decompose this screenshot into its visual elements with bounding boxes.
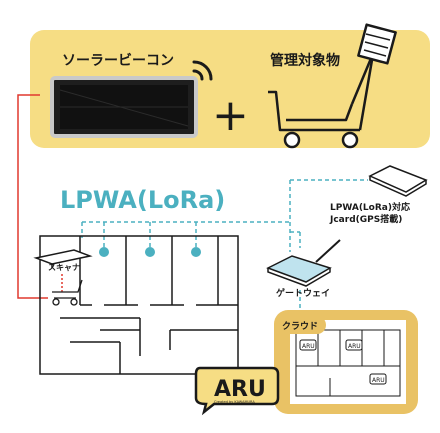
tablet-floor-plan [295,329,401,397]
jcard-line2: Jcard(GPS搭載) [329,213,402,225]
svg-text:ARU: ARU [348,343,361,350]
gateway-label: ゲートウェイ [276,287,330,299]
node-dot-2 [145,247,155,257]
small-cart-icon [52,279,83,306]
node-dot-1 [99,247,109,257]
beacon-label: ソーラービーコン [62,53,174,69]
lpwa-label: LPWA(LoRa) [60,186,225,214]
aru-logo [194,366,280,416]
asset-label: 管理対象物 [270,52,340,69]
scanner-icon [33,249,93,268]
cart-icon [268,23,397,149]
aru-tagline: Created by KAWAMURA [214,400,255,404]
solar-beacon [50,76,198,138]
scanner-label: スキャナ [48,263,80,272]
jcard-icon [368,165,428,197]
svg-text:ARU: ARU [372,377,385,384]
cloud-bubble [276,316,326,334]
aru-logo-text: ARU [214,377,266,402]
plus-sign: + [212,90,249,141]
node-dot-3 [191,247,201,257]
red-link-line [17,94,48,299]
svg-text:ARU: ARU [302,343,315,350]
floor-plan [39,235,239,375]
gateway-icon [266,239,341,287]
tablet-markers: ARU ARU ARU [299,339,387,385]
signal-icon [192,60,213,81]
jcard-line1: LPWA(LoRa)対応 [330,201,410,213]
cloud-label: クラウド [282,321,318,332]
